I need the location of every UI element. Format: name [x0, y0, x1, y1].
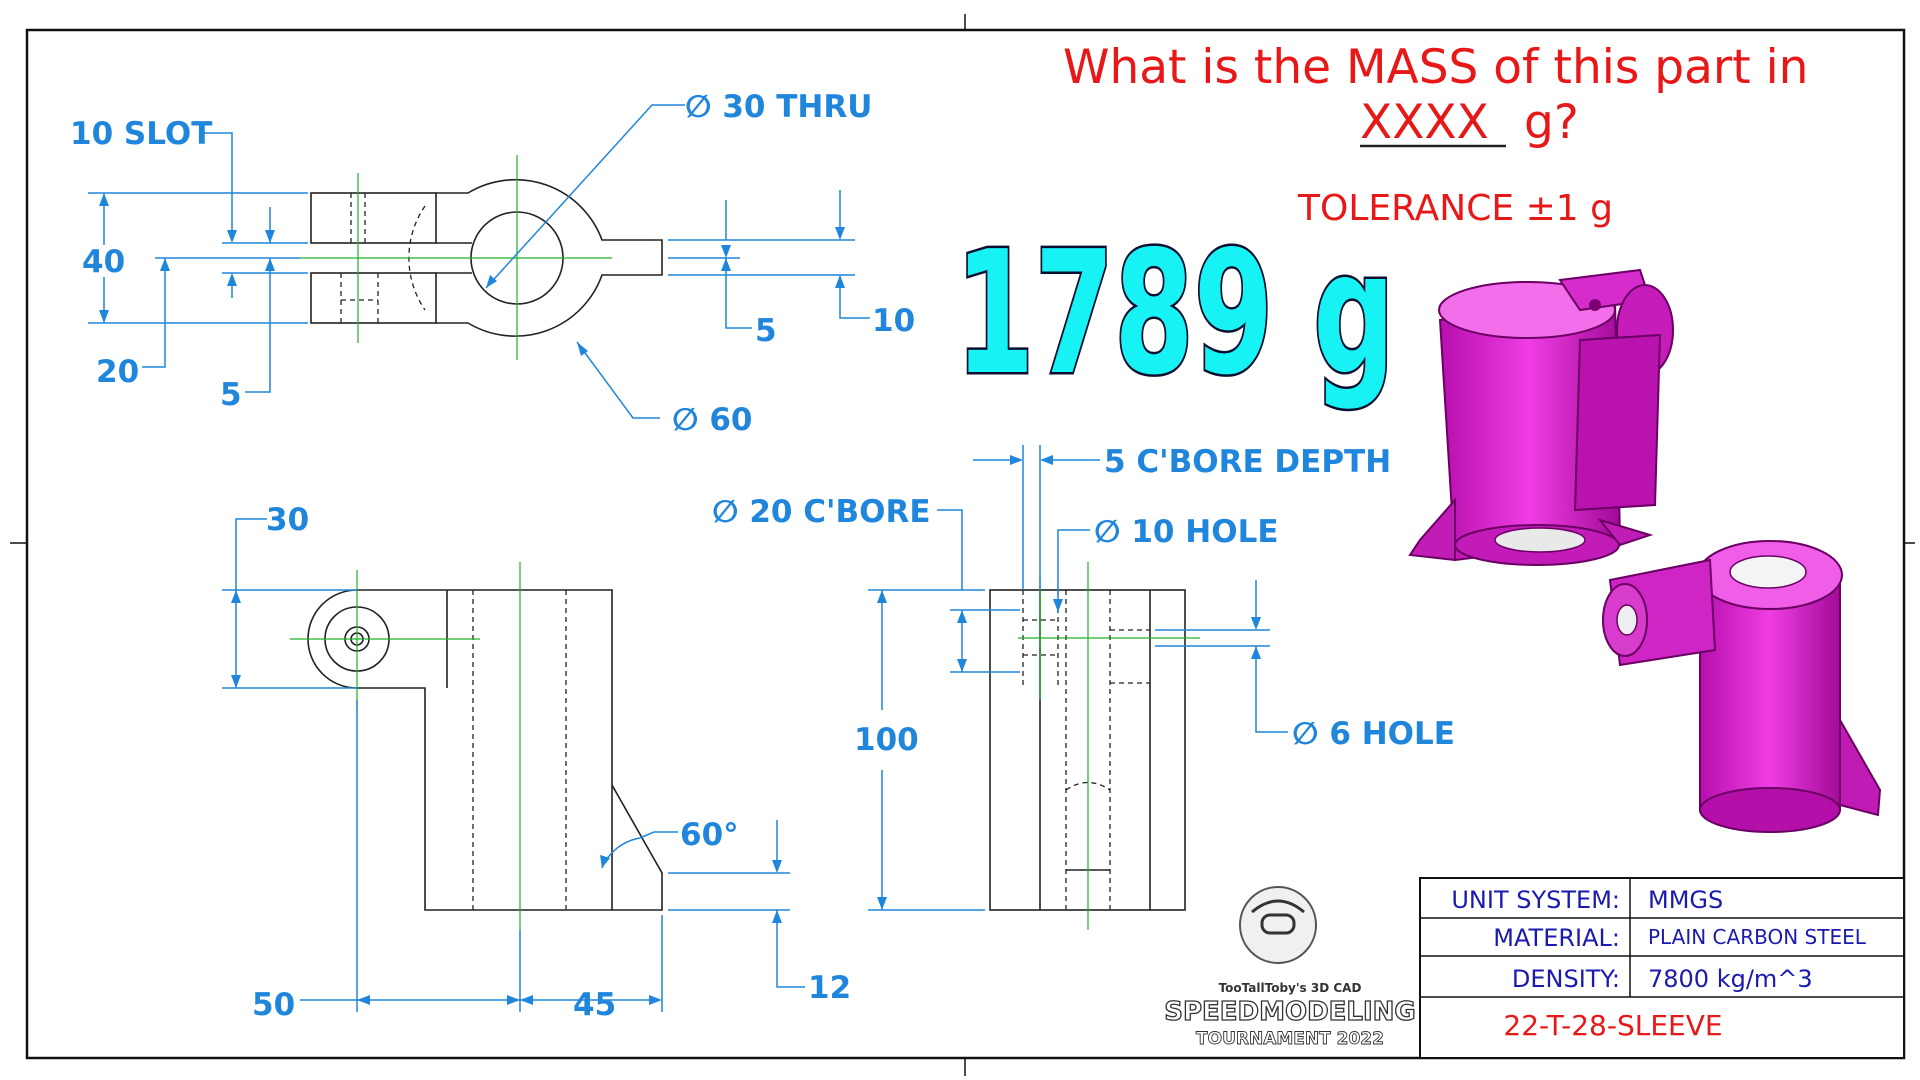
answer-mass: 1789 g [955, 215, 1395, 413]
material-label: MATERIAL: [1493, 924, 1620, 952]
dim-45: 45 [573, 987, 616, 1023]
logo-line2: SPEEDMODELING [1164, 997, 1416, 1027]
part-number: 22-T-28-SLEEVE [1503, 1009, 1722, 1042]
unit-system-value: MMGS [1648, 886, 1723, 914]
question-line1: What is the MASS of this part in [1063, 40, 1808, 95]
dim-50: 50 [252, 987, 295, 1023]
logo-line3: TOURNAMENT 2022 [1196, 1029, 1384, 1049]
isometric-render-bottom [1602, 540, 1882, 833]
dim-cbore-depth: 5 C'BORE DEPTH [1104, 444, 1391, 480]
dim-slot: 10 SLOT [70, 116, 212, 152]
dim-12: 12 [808, 970, 851, 1006]
logo-line1: TooTallToby's 3D CAD [1219, 981, 1362, 995]
question-block: What is the MASS of this part in XXXX g?… [1063, 40, 1808, 229]
dim-10: 10 [872, 303, 915, 339]
dim-dia60: ∅ 60 [672, 402, 752, 438]
dim-40: 40 [82, 244, 125, 280]
material-value: PLAIN CARBON STEEL [1648, 925, 1867, 949]
dim-30: 30 [266, 502, 309, 538]
dim-angle: 60° [680, 817, 739, 853]
dim-hole6: ∅ 6 HOLE [1292, 716, 1455, 752]
density-value: 7800 kg/m^3 [1648, 965, 1813, 993]
isometric-render-top [1408, 268, 1674, 566]
density-label: DENSITY: [1512, 965, 1620, 993]
front-view [290, 562, 663, 930]
dimension-labels: 10 SLOT ∅ 30 THRU 40 20 5 5 10 ∅ 60 5 C'… [70, 89, 1455, 1023]
title-block: UNIT SYSTEM: MMGS MATERIAL: PLAIN CARBON… [1419, 877, 1905, 1059]
tolerance-text: TOLERANCE ±1 g [1297, 188, 1613, 229]
dim-100: 100 [854, 722, 919, 758]
dimension-lines [88, 104, 1288, 1012]
dim-hole10: ∅ 10 HOLE [1094, 514, 1279, 550]
question-underlined: XXXX [1360, 95, 1489, 150]
side-view [989, 562, 1200, 930]
tournament-logo: TooTallToby's 3D CAD SPEEDMODELING TOURN… [1164, 886, 1416, 1049]
logo-emblem-icon [1239, 886, 1317, 964]
dim-thru: ∅ 30 THRU [685, 89, 872, 125]
question-unit: g? [1524, 95, 1579, 150]
dim-5-left: 5 [220, 377, 242, 413]
dim-5-right: 5 [755, 313, 777, 349]
top-view [300, 155, 663, 360]
dim-cbore: ∅ 20 C'BORE [712, 494, 931, 530]
dim-20: 20 [96, 354, 139, 390]
unit-system-label: UNIT SYSTEM: [1451, 886, 1620, 914]
